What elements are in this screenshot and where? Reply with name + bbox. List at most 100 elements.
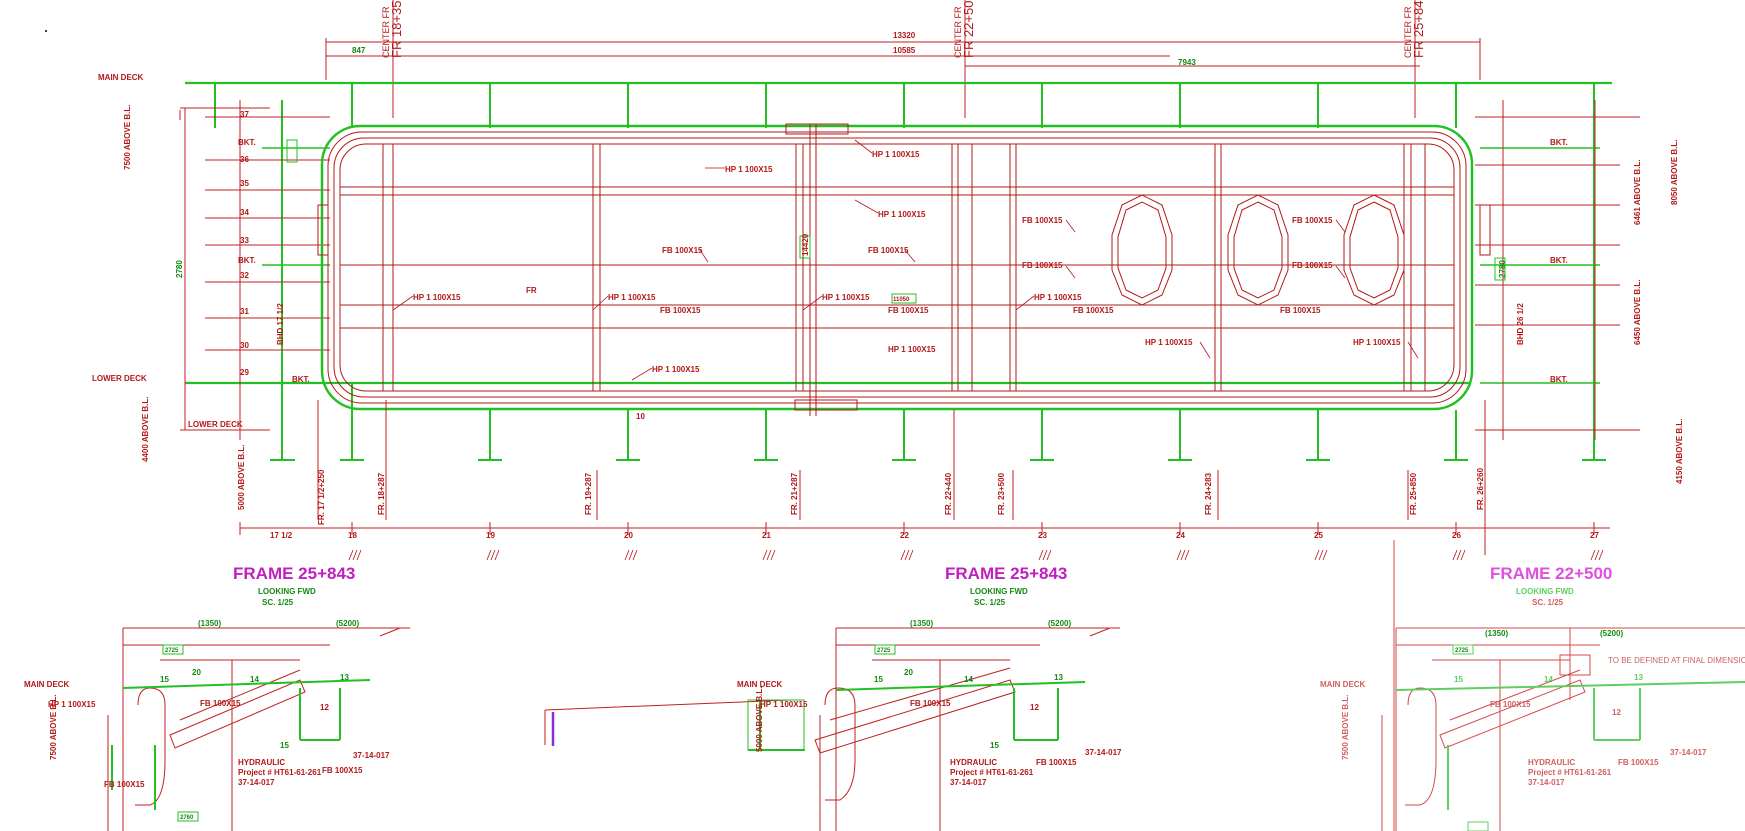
drawing-label: FR. 18+287 — [377, 472, 386, 515]
bkt-label-right-1: BKT. — [1550, 138, 1568, 147]
top-frame-label-2: FR 18+35 — [389, 1, 404, 58]
section-1-subtitle: LOOKING FWD — [258, 587, 316, 596]
section-2-subtitle: LOOKING FWD — [970, 587, 1028, 596]
hull-outline — [320, 124, 1474, 411]
bkt-label-right-2: BKT. — [1550, 256, 1568, 265]
main-deck-bl: 7500 ABOVE B.L. — [123, 104, 132, 170]
drawing-label: FB 100X15 — [660, 306, 701, 315]
drawing-label: 37-14-017 — [950, 778, 987, 787]
drawing-label: FB 100X15 — [662, 246, 703, 255]
section-view-3: FRAME 22+500 LOOKING FWD SC. 1/25 2725 — [1320, 540, 1745, 831]
drawing-label: 24 — [1176, 531, 1185, 540]
right-bl-2: 6461 ABOVE B.L. — [1633, 159, 1642, 225]
drawing-label: 5000 ABOVE B.L. — [755, 686, 764, 752]
bottom-frame-labels: FR. 17 1/2+250 FR. 18+287 FR. 19+287 FR.… — [317, 467, 1485, 525]
row-30: 30 — [240, 341, 249, 350]
drawing-label: 7500 ABOVE B.L. — [49, 694, 58, 760]
center-boxes: 14420 11050 10 — [286, 139, 1506, 421]
drawing-label: 14 — [1544, 675, 1553, 684]
drawing-label: FB 100X15 — [1490, 700, 1531, 709]
drawing-label: HP 1 100X15 — [413, 293, 461, 302]
drawing-label: 19 — [486, 531, 495, 540]
drawing-label: FB 100X15 — [1618, 758, 1659, 767]
section-3-subtitle: LOOKING FWD — [1516, 587, 1574, 596]
bkt-label-left-2: BKT. — [238, 256, 256, 265]
drawing-label: HP 1 100X15 — [878, 210, 926, 219]
drawing-label: FB 100X15 — [1073, 306, 1114, 315]
drawing-label: HP 1 100X15 — [1145, 338, 1193, 347]
drawing-label: 37-14-017 — [353, 751, 390, 760]
section-3-title: FRAME 22+500 — [1490, 564, 1612, 583]
section-2-title: FRAME 25+843 — [945, 564, 1067, 583]
section-3-scale: SC. 1/25 — [1532, 598, 1564, 607]
bottom-note: 10 — [636, 412, 645, 421]
drawing-label: 37-14-017 — [1085, 748, 1122, 757]
drawing-label: (5200) — [1048, 619, 1071, 628]
drawing-label: (1350) — [1485, 629, 1508, 638]
drawing-label: FR. 25+850 — [1409, 472, 1418, 515]
drawing-label: Project # HT61-61-261 — [238, 768, 322, 777]
height-right-dim: 2780 — [1498, 260, 1507, 278]
overall-dim: 13320 — [893, 31, 916, 40]
lower-deck-label: LOWER DECK — [92, 374, 147, 383]
drawing-label: 2725 — [165, 648, 179, 654]
bhd-right-label: BHD 26 1/2 — [1516, 303, 1525, 345]
drawing-label: 2760 — [180, 815, 194, 821]
row-34: 34 — [240, 208, 249, 217]
drawing-label: 2725 — [1455, 648, 1469, 654]
bkt-label-right-3: BKT. — [1550, 375, 1568, 384]
drawing-label: HP 1 100X15 — [760, 700, 808, 709]
drawing-label: HP 1 100X15 — [822, 293, 870, 302]
drawing-label: 18 — [348, 531, 357, 540]
main-deck-stiffeners — [214, 83, 1595, 128]
drawing-label: 21 — [762, 531, 771, 540]
drawing-label: (5200) — [1600, 629, 1623, 638]
drawing-label: 12 — [1612, 708, 1621, 717]
drawing-label: 37-14-017 — [1670, 748, 1707, 757]
porthole-group — [1111, 194, 1405, 306]
drawing-label: FB 100X15 — [1036, 758, 1077, 767]
drawing-label: FR. 24+283 — [1204, 472, 1213, 515]
leader-lines — [392, 139, 1419, 381]
drawing-label: FB 100X15 — [1292, 261, 1333, 270]
drawing-label: 15 — [874, 675, 883, 684]
drawing-label: 15 — [990, 741, 999, 750]
drawing-label: 14 — [250, 675, 259, 684]
row-29: 29 — [240, 368, 249, 377]
drawing-label: 37-14-017 — [238, 778, 275, 787]
right-dim: 7943 — [1178, 58, 1196, 67]
drawing-label: (1350) — [198, 619, 221, 628]
drawing-label: 7500 ABOVE B.L. — [1341, 694, 1350, 760]
section-1-scale: SC. 1/25 — [262, 598, 294, 607]
deck-lines — [185, 81, 1612, 385]
drawing-label: 25 — [1314, 531, 1323, 540]
drawing-label: 13 — [340, 673, 349, 682]
section-1-title: FRAME 25+843 — [233, 564, 355, 583]
center-box-dim: 11050 — [893, 297, 910, 303]
drawing-label: FR. 21+287 — [790, 472, 799, 515]
frame-tick-labels: 17 1/2 18 19 20 21 22 23 24 25 26 27 — [270, 531, 1599, 540]
drawing-label: HP 1 100X15 — [48, 700, 96, 709]
hull-center-features — [317, 123, 1491, 416]
drawing-label: FB 100X15 — [1292, 216, 1333, 225]
drawing-label: HYDRAULIC — [238, 758, 285, 767]
drawing-label: FB 100X15 — [910, 699, 951, 708]
drawing-label: FR — [526, 286, 537, 295]
section-view-2: FRAME 25+843 LOOKING FWD SC. 1/25 — [544, 564, 1122, 831]
main-deck-label: MAIN DECK — [98, 73, 144, 82]
drawing-label: (5200) — [336, 619, 359, 628]
lower-deck-bl: 4400 ABOVE B.L. — [141, 396, 150, 462]
drawing-label: FB 100X15 — [868, 246, 909, 255]
drawing-label: FB 100X15 — [1280, 306, 1321, 315]
mid-dim: 10585 — [893, 46, 916, 55]
drawing-label: Project # HT61-61-261 — [1528, 768, 1612, 777]
section-3-note: TO BE DEFINED AT FINAL DIMENSION AFTER C… — [1608, 656, 1745, 665]
drawing-label: 12 — [1030, 703, 1039, 712]
lower-deck-label-2: LOWER DECK — [188, 420, 243, 429]
drawing-label: 15 — [160, 675, 169, 684]
drawing-label: HYDRAULIC — [1528, 758, 1575, 767]
section-2-scale: SC. 1/25 — [974, 598, 1006, 607]
drawing-label: FB 100X15 — [200, 699, 241, 708]
drawing-label: 27 — [1590, 531, 1599, 540]
